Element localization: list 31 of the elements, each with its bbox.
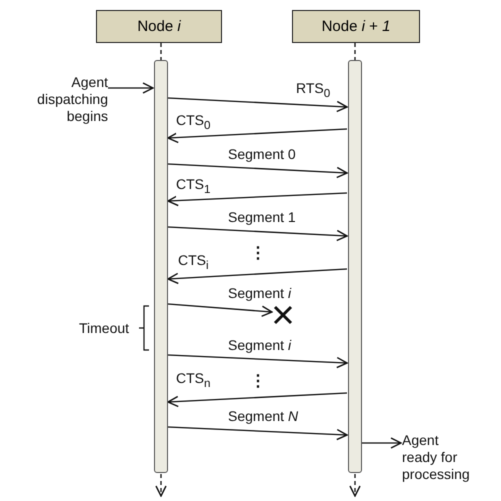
message-arrow [167,392,348,408]
lifeline-bar [348,60,362,473]
connector-line [354,43,356,60]
edge-label: Segment i [228,285,292,301]
message-arrow [167,128,348,144]
participant-box: Node i [96,10,222,43]
message-arrow [168,226,348,242]
message-arrow [108,82,154,94]
edge-label: CTS$_{0}$ [176,112,210,134]
message-arrow [168,354,348,368]
message-arrow [362,437,402,449]
edge-label: Segment i [228,337,292,353]
continuation-arrow [349,474,361,497]
annotation-text: Agent dispatching begins [8,74,108,128]
message-arrow [167,192,348,206]
edge-label: CTS$_{1}$ [176,176,210,198]
message-arrow [168,426,348,440]
edge-label: Segment N [228,408,298,424]
annotation-text: Agent ready for processing [402,432,474,486]
message-arrow [168,303,273,317]
connector-line [160,43,162,60]
edge-label: Segment 0 [228,146,296,162]
participant-box: Node i + 1 [292,10,420,43]
timeout-label: Timeout [79,320,130,336]
continuation-arrow [155,474,167,497]
cross-mark [273,305,293,325]
message-arrow [167,268,348,284]
message-arrow [168,97,348,112]
edge-label: Segment 1 [228,209,296,225]
lifeline-bar [154,60,168,473]
message-arrow [168,163,348,178]
